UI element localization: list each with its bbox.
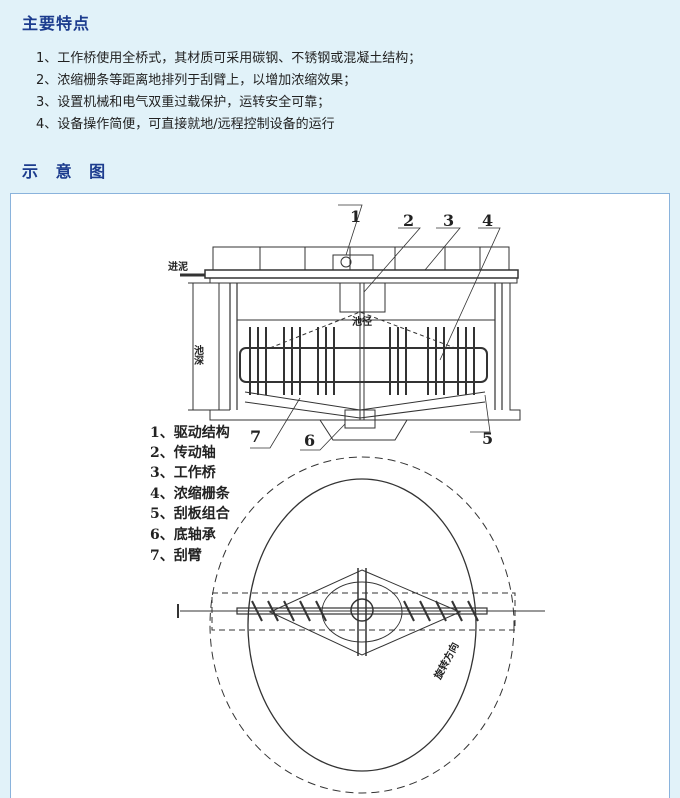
feature-item: 3、设置机械和电气双重过载保护，运转安全可靠； (36, 95, 331, 110)
callout-3: 3 (443, 211, 454, 230)
scraper-blade (315, 600, 327, 622)
elevation-view (180, 204, 521, 451)
callout-7: 7 (250, 427, 261, 446)
plan-view (177, 456, 545, 794)
leader-lines (250, 204, 501, 451)
depth-label: 池深 (192, 344, 204, 366)
drive-unit (332, 254, 374, 271)
feature-item: 2、浓缩栅条等距离地排列于刮臂上，以增加浓缩效果； (36, 73, 357, 88)
rotation-label: 旋转方向 (431, 640, 462, 682)
legend-item: 6、底轴承 (150, 526, 216, 543)
legend-item: 5、刮板组合 (150, 505, 231, 522)
arm-plan (236, 607, 488, 615)
scraper-blade (251, 600, 263, 622)
thickening-pickets (249, 327, 475, 395)
scraper-blade (283, 600, 295, 622)
center-well (321, 581, 403, 643)
depth-dimension (188, 282, 230, 411)
diagram-heading: 示 意 图 (22, 162, 112, 181)
scraper-blade (403, 600, 415, 622)
work-bridge (204, 269, 519, 279)
center-sump (319, 419, 408, 441)
rake-arm (239, 347, 488, 383)
scraper-blade (467, 600, 479, 622)
scraper-blades (244, 391, 486, 419)
callout-1: 1 (350, 207, 361, 226)
tank-circle (247, 478, 477, 772)
tank-walls (229, 283, 503, 410)
scraper-blade (267, 600, 279, 622)
feature-item: 4、设备操作简便，可直接就地/远程控制设备的运行 (36, 117, 335, 132)
drive-shaft (359, 283, 365, 420)
bridge-railing (212, 246, 510, 271)
callout-6: 6 (304, 431, 315, 450)
diameter-label: 池径 (352, 315, 372, 328)
legend-item: 4、浓缩栅条 (150, 485, 231, 502)
scraper-blades-plan (251, 600, 479, 622)
legend-item: 2、传动轴 (150, 444, 216, 461)
features-heading: 主要特点 (22, 14, 91, 33)
rake-frame (268, 569, 462, 656)
bottom-bearing (344, 409, 376, 429)
outer-dashed-circle (209, 456, 515, 794)
center-drum (339, 282, 386, 313)
drive-head (350, 598, 374, 622)
feature-item: 1、工作桥使用全桥式，其材质可采用碳钢、不锈钢或混凝土结构； (36, 51, 422, 66)
features-list: 1、工作桥使用全桥式，其材质可采用碳钢、不锈钢或混凝土结构； 2、浓缩栅条等距离… (36, 48, 421, 136)
legend-item: 1、驱动结构 (150, 424, 230, 441)
scraper-blade (299, 600, 311, 622)
callout-4: 4 (482, 211, 493, 230)
scraper-blade (451, 600, 463, 622)
callout-5: 5 (482, 429, 493, 448)
inlet-label: 进泥 (168, 260, 188, 273)
scraper-blade (419, 600, 431, 622)
legend-item: 7、刮臂 (150, 547, 202, 564)
scraper-blade (435, 600, 447, 622)
legend-item: 3、工作桥 (150, 464, 217, 481)
callout-2: 2 (403, 211, 414, 230)
